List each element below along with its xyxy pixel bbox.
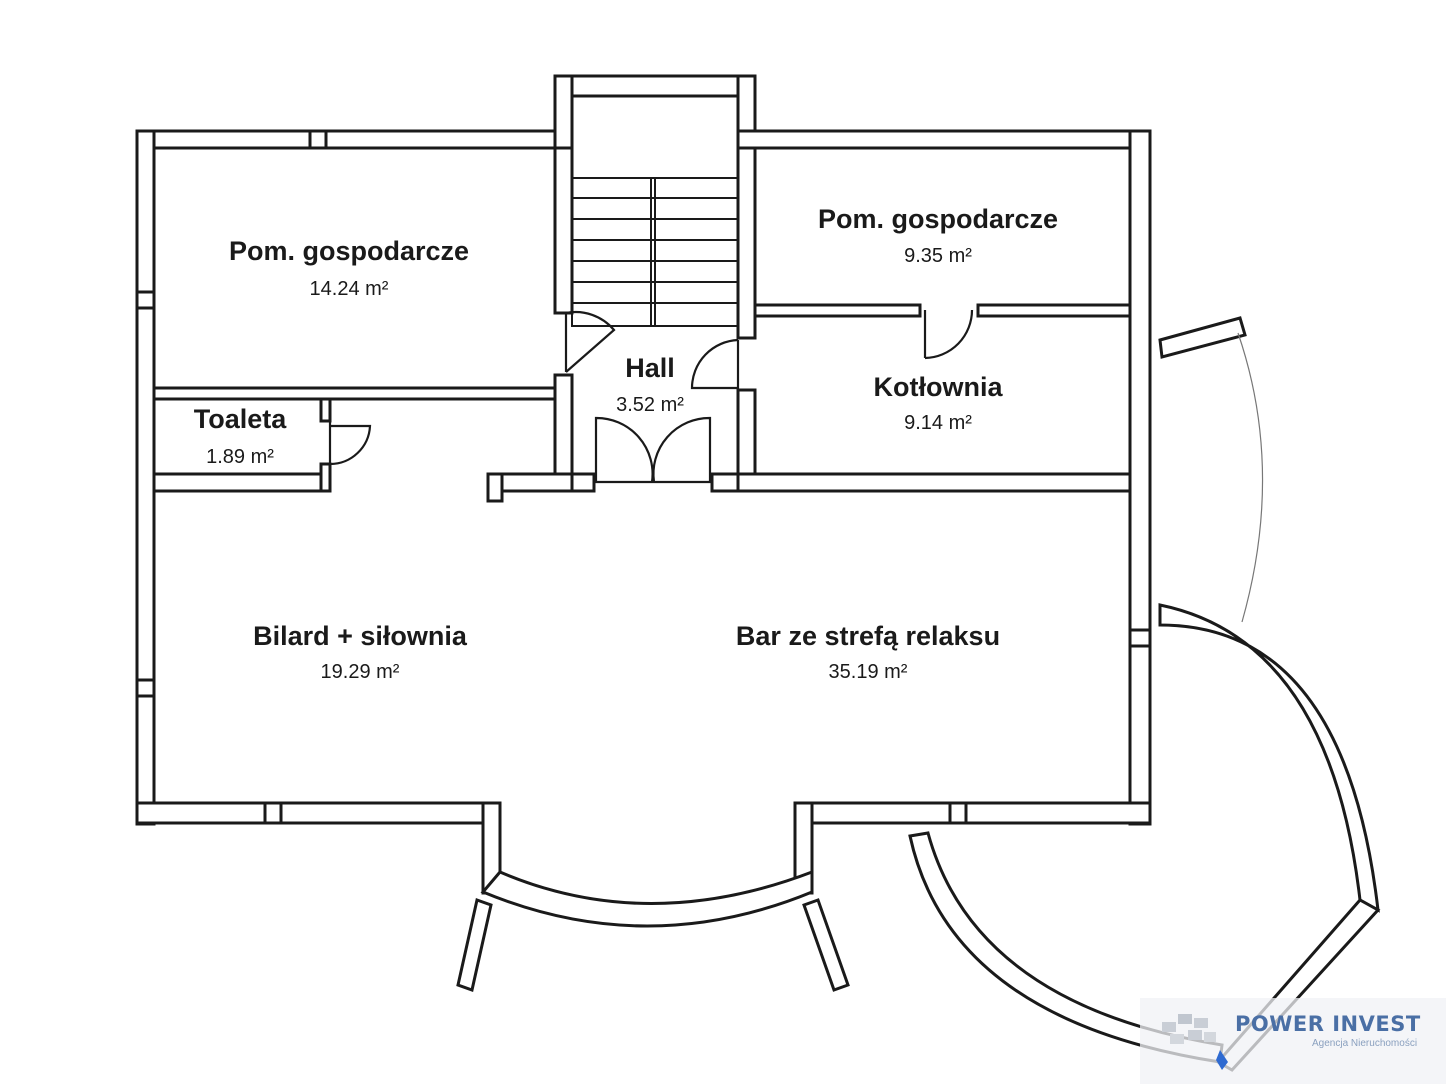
bay-window [456,801,850,992]
logo-house-icon [1162,1014,1228,1070]
agency-logo [1140,998,1446,1084]
exterior-walls [135,74,1152,826]
logo-name: POWER INVEST [1235,1012,1421,1036]
room-name-toilet: Toaleta [194,404,288,434]
doors [328,309,974,484]
room-name-storage-left: Pom. gospodarcze [229,236,469,266]
room-name-bar: Bar ze strefą relaksu [736,621,1000,651]
room-area-bar: 35.19 m² [829,661,908,683]
interior-walls [152,146,1132,503]
room-area-toilet: 1.89 m² [206,446,274,468]
room-name-hall: Hall [625,353,675,383]
room-area-storage-left: 14.24 m² [310,278,389,300]
room-area-billiards: 19.29 m² [321,661,400,683]
room-area-storage-right: 9.35 m² [904,245,972,267]
room-labels: Pom. gospodarcze 14.24 m² Pom. gospodarc… [194,204,1058,683]
room-name-boiler: Kotłownia [874,372,1004,402]
staircase [571,177,739,327]
room-name-storage-right: Pom. gospodarcze [818,204,1058,234]
room-name-billiards: Bilard + siłownia [253,621,468,651]
room-area-boiler: 9.14 m² [904,412,972,434]
logo-subtitle: Agencja Nieruchomości [1312,1038,1418,1049]
room-area-hall: 3.52 m² [616,394,684,416]
